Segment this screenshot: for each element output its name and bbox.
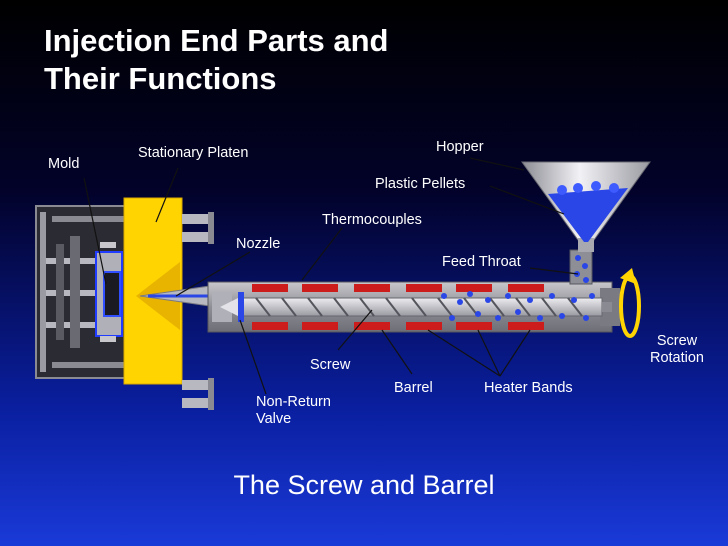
hopper bbox=[521, 161, 651, 252]
label-non-return-valve: Non-Return Valve bbox=[256, 394, 331, 428]
pellets-in-barrel bbox=[441, 291, 595, 321]
label-screw: Screw bbox=[310, 357, 351, 373]
feed-throat bbox=[569, 249, 593, 285]
heater-bands bbox=[252, 284, 544, 330]
label-plastic-pellets: Plastic Pellets bbox=[375, 176, 466, 192]
label-mold: Mold bbox=[48, 156, 80, 172]
leader-lines bbox=[83, 157, 579, 395]
diagram-caption: The Screw and Barrel bbox=[233, 470, 495, 500]
label-screw-rotation: Screw Rotation bbox=[640, 333, 714, 367]
non-return-valve bbox=[238, 292, 244, 322]
label-nozzle: Nozzle bbox=[236, 236, 281, 252]
title-line-2: Their Functions bbox=[44, 61, 277, 96]
label-stationary-platen: Stationary Platen bbox=[138, 145, 249, 161]
title-line-1: Injection End Parts and bbox=[44, 23, 389, 58]
label-non-return-line-1: Non-Return bbox=[256, 394, 331, 410]
label-heater-bands: Heater Bands bbox=[484, 380, 573, 396]
label-screw-rotation-line-2: Rotation bbox=[649, 350, 704, 366]
label-non-return-line-2: Valve bbox=[256, 411, 292, 427]
label-barrel: Barrel bbox=[394, 380, 433, 396]
screw-rotation-arrow-icon bbox=[619, 268, 641, 338]
label-screw-rotation-line-1: Screw bbox=[656, 333, 698, 349]
screw bbox=[220, 296, 612, 318]
label-feed-throat: Feed Throat bbox=[442, 254, 521, 270]
label-hopper: Hopper bbox=[436, 139, 484, 155]
label-thermocouples: Thermocouples bbox=[322, 212, 422, 228]
